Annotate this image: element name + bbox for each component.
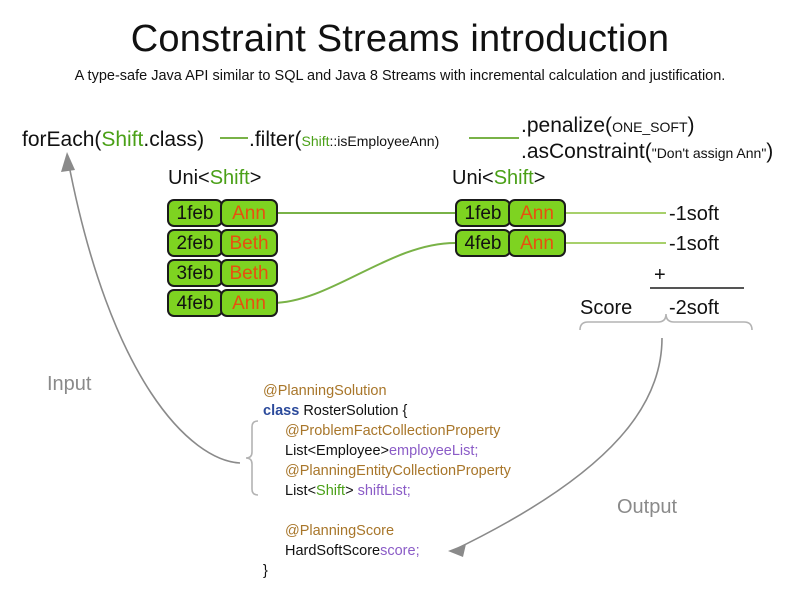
field-name: score; — [380, 543, 420, 559]
class-name: RosterSolution { — [299, 403, 408, 419]
shift-employee: Beth — [220, 229, 278, 257]
penalty-value: -1soft — [669, 203, 720, 225]
output-label: Output — [617, 496, 678, 518]
input-label: Input — [47, 373, 92, 395]
code-line-class-decl: class RosterSolution { — [263, 401, 511, 421]
field-name: shiftList; — [357, 483, 411, 499]
shift-employee: Ann — [508, 199, 566, 227]
page-title: Constraint Streams introduction — [130, 18, 670, 60]
right-stream-caption: Uni<Shift> — [452, 167, 545, 190]
right-caption-suffix: > — [533, 167, 546, 189]
foreach-type: Shift — [101, 128, 144, 151]
shift-chip[interactable]: 1feb Ann — [167, 199, 278, 227]
annotation-text: @PlanningSolution — [263, 383, 387, 399]
left-caption-suffix: > — [249, 167, 262, 189]
field-type-generic: Shift — [316, 483, 346, 499]
filter-method: .filter( — [249, 128, 302, 151]
domain-class-code: @PlanningSolution class RosterSolution {… — [263, 381, 511, 581]
filter-type: Shift — [301, 133, 330, 149]
close-brace: } — [263, 563, 268, 579]
annotation-text: @PlanningEntityCollectionProperty — [285, 463, 511, 479]
right-caption-prefix: Uni< — [452, 167, 494, 189]
keyword-class: class — [263, 403, 300, 419]
shift-chip[interactable]: 4feb Ann — [167, 289, 278, 317]
penalty-value: -1soft — [669, 233, 720, 255]
annotation-text: @ProblemFactCollectionProperty — [285, 423, 501, 439]
field-type-suffix: > — [345, 483, 358, 499]
shift-date: 4feb — [167, 289, 223, 317]
asconstraint-close: ) — [766, 140, 774, 163]
pipeline-stage-filter[interactable]: .filter(Shift::isEmployeeAnn) — [249, 128, 439, 152]
score-total: -2soft — [669, 297, 720, 319]
code-fields-brace — [245, 420, 259, 496]
penalize-close: ) — [687, 114, 695, 137]
shift-employee: Ann — [220, 289, 278, 317]
right-caption-type: Shift — [493, 167, 534, 189]
stream-link-4feb — [271, 242, 456, 304]
code-line-annotation-planningsolution: @PlanningSolution — [263, 381, 511, 401]
code-line-annotation-problemfact: @ProblemFactCollectionProperty — [263, 421, 511, 441]
filter-rest: ::isEmployeeAnn) — [329, 133, 440, 149]
code-line-score-field: HardSoftScore score; — [263, 541, 511, 561]
field-type: List< — [285, 483, 317, 499]
code-line-annotation-planningentity: @PlanningEntityCollectionProperty — [263, 461, 511, 481]
penalize-arg: ONE_SOFT — [612, 119, 688, 135]
shift-chip[interactable]: 2feb Beth — [167, 229, 278, 257]
shift-chip[interactable]: 1feb Ann — [455, 199, 566, 227]
page-subtitle: A type-safe Java API similar to SQL and … — [74, 68, 726, 84]
shift-employee: Beth — [220, 259, 278, 287]
shift-date: 3feb — [167, 259, 223, 287]
foreach-method: forEach( — [22, 128, 102, 151]
field-name: employeeList; — [388, 443, 479, 459]
shift-chip[interactable]: 3feb Beth — [167, 259, 278, 287]
code-line-employee-list: List<Employee> employeeList; — [263, 441, 511, 461]
code-line-annotation-planningscore: @PlanningScore — [263, 521, 511, 541]
code-spacer — [263, 501, 511, 521]
shift-chip[interactable]: 4feb Ann — [455, 229, 566, 257]
shift-date: 1feb — [455, 199, 511, 227]
foreach-rest: .class) — [143, 128, 205, 151]
code-line-shift-list: List<Shift> shiftList; — [263, 481, 511, 501]
shift-employee: Ann — [220, 199, 278, 227]
annotation-text: @PlanningScore — [285, 523, 395, 539]
pipeline-stage-asconstraint[interactable]: .asConstraint("Don't assign Ann") — [521, 140, 773, 164]
field-type: HardSoftScore — [285, 543, 381, 559]
pipeline-stage-foreach[interactable]: forEach(Shift.class) — [22, 128, 204, 152]
shift-date: 4feb — [455, 229, 511, 257]
sum-operator: + — [654, 264, 666, 286]
asconstraint-method: .asConstraint( — [521, 140, 652, 163]
field-type: List<Employee> — [285, 443, 389, 459]
shift-date: 2feb — [167, 229, 223, 257]
shift-employee: Ann — [508, 229, 566, 257]
asconstraint-arg: "Don't assign Ann" — [651, 145, 767, 161]
code-line-close-brace: } — [263, 561, 511, 581]
score-label: Score — [580, 297, 633, 319]
penalize-method: .penalize( — [521, 114, 613, 137]
left-stream-caption: Uni<Shift> — [168, 167, 261, 190]
shift-date: 1feb — [167, 199, 223, 227]
pipeline-stage-penalize[interactable]: .penalize(ONE_SOFT) — [521, 114, 695, 138]
left-caption-prefix: Uni< — [168, 167, 210, 189]
left-caption-type: Shift — [209, 167, 250, 189]
input-arrowhead — [61, 152, 75, 172]
